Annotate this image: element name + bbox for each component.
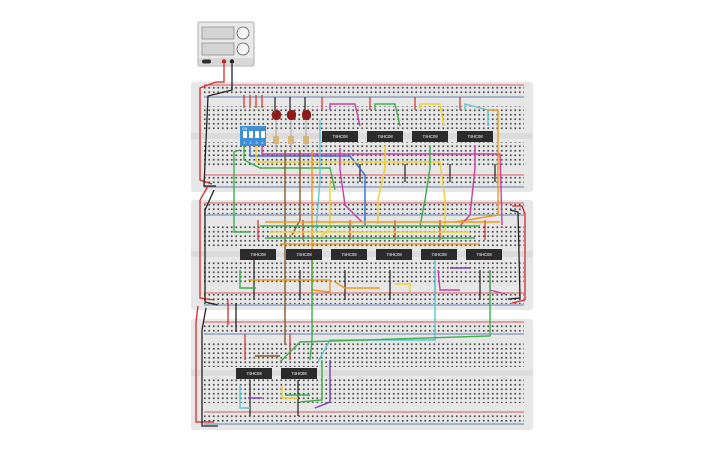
logic-chip: 74HC08 bbox=[457, 131, 493, 142]
dip-switch-number: 2 bbox=[250, 141, 252, 145]
logic-chip: 74HC08 bbox=[331, 249, 367, 260]
voltage-knob[interactable] bbox=[236, 26, 250, 40]
logic-chip: 74HC08 bbox=[281, 368, 317, 379]
current-knob[interactable] bbox=[236, 42, 250, 56]
logic-chip: 74HC08 bbox=[412, 131, 448, 142]
voltage-display bbox=[201, 26, 235, 40]
logic-chip: 74HC08 bbox=[240, 249, 276, 260]
power-wires[interactable] bbox=[195, 64, 526, 427]
logic-chip: 74HC08 bbox=[376, 249, 412, 260]
logic-chip: 74HC08 bbox=[322, 131, 358, 142]
led-3 bbox=[302, 110, 311, 120]
chips-board-2[interactable]: 74HC08 74HC08 74HC08 74HC08 74HC08 74HC0… bbox=[240, 249, 502, 260]
negative-terminal[interactable] bbox=[229, 59, 235, 64]
logic-chip: 74HC08 bbox=[466, 249, 502, 260]
chip-label: 74HC08 bbox=[431, 252, 447, 257]
dip-switch-label: ON bbox=[242, 127, 248, 131]
led-array[interactable] bbox=[272, 110, 311, 150]
breadboard-3 bbox=[191, 319, 533, 430]
chips-board-3[interactable]: 74HC08 74HC08 bbox=[236, 368, 317, 379]
chip-label: 74HC08 bbox=[332, 134, 348, 139]
chip-label: 74HC08 bbox=[246, 371, 262, 376]
dip-switch-number: 4 bbox=[262, 141, 264, 145]
logic-chip: 74HC08 bbox=[236, 368, 272, 379]
led-2 bbox=[287, 110, 296, 120]
led-1 bbox=[272, 110, 281, 120]
chip-label: 74HC08 bbox=[250, 252, 266, 257]
current-display bbox=[201, 42, 235, 56]
chip-label: 74HC08 bbox=[386, 252, 402, 257]
dip-switch-number: 3 bbox=[256, 141, 258, 145]
positive-terminal[interactable] bbox=[221, 59, 227, 64]
chips-board-1[interactable]: 74HC08 74HC08 74HC08 74HC08 bbox=[322, 131, 493, 142]
chip-label: 74HC08 bbox=[291, 371, 307, 376]
chip-label: 74HC08 bbox=[341, 252, 357, 257]
signal-wires[interactable] bbox=[233, 103, 506, 409]
dip-switch[interactable]: ON 1 2 3 4 bbox=[240, 126, 266, 146]
power-switch[interactable] bbox=[202, 59, 211, 64]
resistor-3 bbox=[303, 120, 309, 150]
chip-label: 74HC08 bbox=[467, 134, 483, 139]
logic-chip: 74HC08 bbox=[367, 131, 403, 142]
logic-chip: 74HC08 bbox=[286, 249, 322, 260]
logic-chip: 74HC08 bbox=[421, 249, 457, 260]
resistor-2 bbox=[288, 120, 294, 150]
chip-label: 74HC08 bbox=[422, 134, 438, 139]
dip-switch-number: 1 bbox=[244, 141, 246, 145]
chip-label: 74HC08 bbox=[296, 252, 312, 257]
power-supply[interactable] bbox=[197, 21, 255, 67]
chip-label: 74HC08 bbox=[476, 252, 492, 257]
resistor-1 bbox=[273, 120, 279, 150]
chip-label: 74HC08 bbox=[377, 134, 393, 139]
